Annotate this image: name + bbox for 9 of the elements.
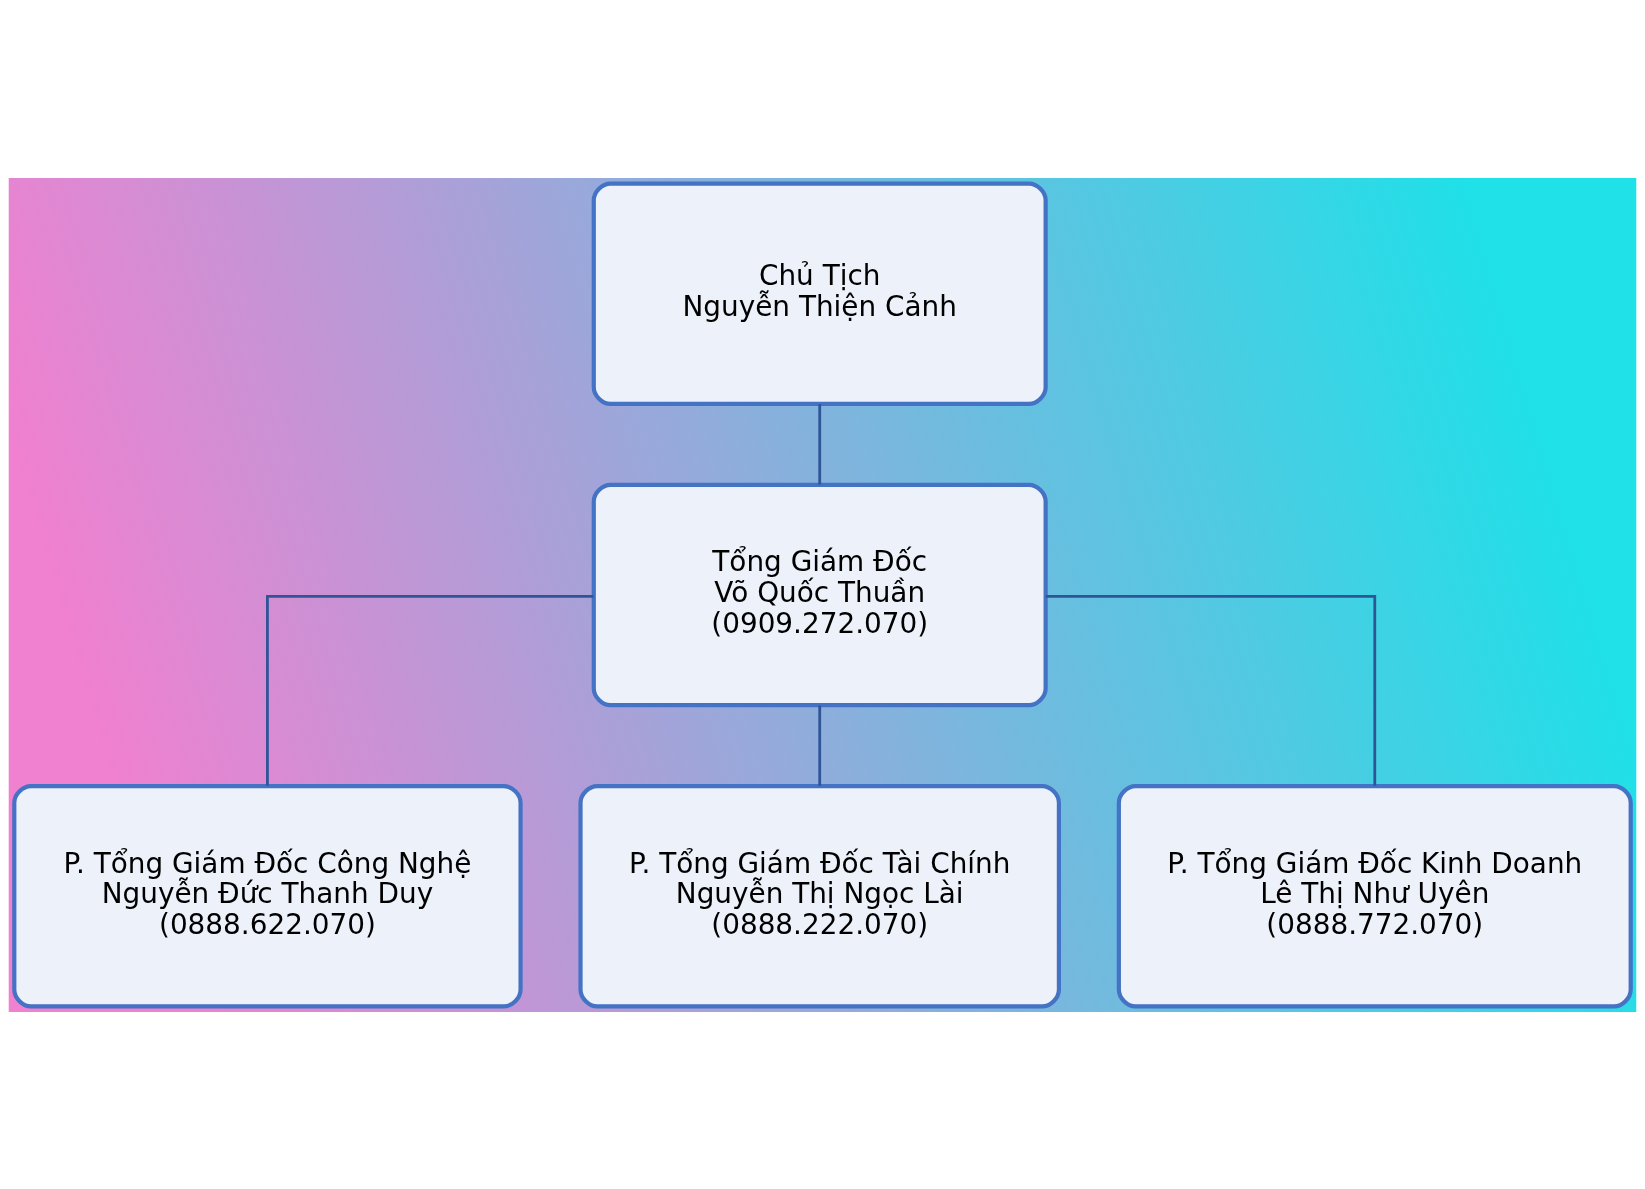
node-box: Chủ Tịch Nguyễn Thiện Cảnh bbox=[591, 181, 1048, 406]
node-box: P. Tổng Giám Đốc Tài Chính Nguyễn Thị Ngọc Lài (0888.222.070) bbox=[578, 783, 1061, 1008]
connector bbox=[266, 594, 594, 786]
node-box: Tổng Giám Đốc Võ Quốc Thuần (0909.272.070) bbox=[591, 482, 1048, 707]
connector bbox=[818, 704, 822, 786]
connector bbox=[818, 403, 822, 485]
node-box: P. Tổng Giám Đốc Công Nghệ Nguyễn Đức Thanh Duy (0888.622.070) bbox=[12, 783, 523, 1008]
node-box: P. Tổng Giám Đốc Kinh Doanh Lê Thị Như Uyên (0888.772.070) bbox=[1116, 783, 1633, 1008]
connector bbox=[1045, 594, 1377, 786]
